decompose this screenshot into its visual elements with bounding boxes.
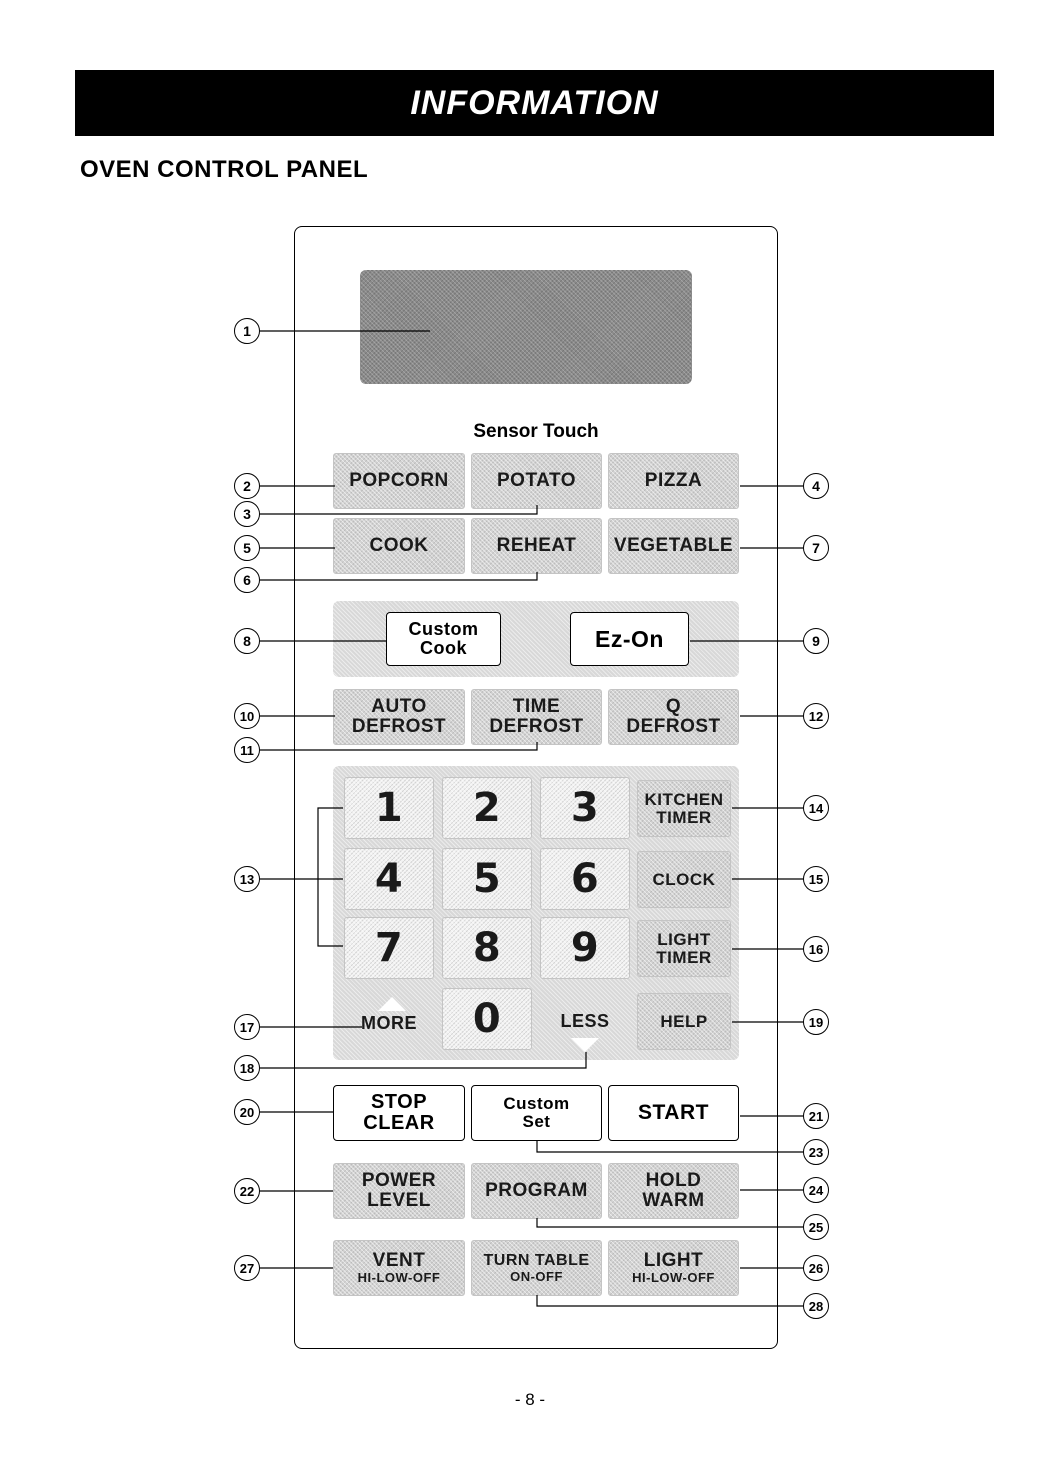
number-3-button[interactable]: 3 xyxy=(540,777,630,839)
callout-16: 16 xyxy=(803,936,829,962)
callout-19: 19 xyxy=(803,1009,829,1035)
number-9-button[interactable]: 9 xyxy=(540,917,630,979)
callout-1: 1 xyxy=(234,318,260,344)
turntable-line2: ON-OFF xyxy=(510,1268,563,1284)
callout-10: 10 xyxy=(234,703,260,729)
callout-3: 3 xyxy=(234,501,260,527)
turntable-line1: TURN TABLE xyxy=(483,1251,590,1269)
more-button[interactable]: MORE xyxy=(361,1012,417,1033)
vegetable-button[interactable]: VEGETABLE xyxy=(608,518,739,574)
callout-17: 17 xyxy=(234,1014,260,1040)
display-window xyxy=(360,270,692,384)
callout-28: 28 xyxy=(803,1293,829,1319)
potato-button[interactable]: POTATO xyxy=(471,453,602,509)
callout-4: 4 xyxy=(803,473,829,499)
page-number: - 8 - xyxy=(514,1390,546,1409)
callout-7: 7 xyxy=(803,535,829,561)
stop-line1: STOP xyxy=(370,1091,428,1113)
callout-15: 15 xyxy=(803,866,829,892)
light-line2: HI-LOW-OFF xyxy=(632,1270,715,1286)
light-line1: LIGHT xyxy=(643,1250,704,1272)
number-2-button[interactable]: 2 xyxy=(442,777,532,839)
power-line1: POWER xyxy=(361,1170,437,1192)
q-defrost-line1: Q xyxy=(665,696,682,718)
callout-11: 11 xyxy=(234,737,260,763)
start-button[interactable]: START xyxy=(608,1085,739,1141)
help-button[interactable]: HELP xyxy=(637,993,731,1050)
number-1-button[interactable]: 1 xyxy=(344,777,434,839)
callout-21: 21 xyxy=(803,1103,829,1129)
popcorn-button[interactable]: POPCORN xyxy=(333,453,465,509)
hold-line2: WARM xyxy=(642,1190,705,1211)
callout-25: 25 xyxy=(803,1214,829,1240)
number-6-button[interactable]: 6 xyxy=(540,848,630,910)
light-timer-button[interactable]: LIGHT TIMER xyxy=(637,920,731,977)
number-8-button[interactable]: 8 xyxy=(442,917,532,979)
pizza-button[interactable]: PIZZA xyxy=(608,453,739,509)
vent-line2: HI-LOW-OFF xyxy=(357,1270,441,1286)
information-banner: INFORMATION xyxy=(75,70,994,136)
callout-9: 9 xyxy=(803,628,829,654)
callout-5: 5 xyxy=(234,535,260,561)
program-button[interactable]: PROGRAM xyxy=(471,1163,602,1219)
callout-27: 27 xyxy=(234,1255,260,1281)
cook-button[interactable]: COOK xyxy=(333,518,465,574)
callout-24: 24 xyxy=(803,1177,829,1203)
banner-title: INFORMATION xyxy=(410,83,659,122)
callout-22: 22 xyxy=(234,1178,260,1204)
kitchen-timer-button[interactable]: KITCHEN TIMER xyxy=(637,780,731,837)
up-arrow-icon xyxy=(378,997,406,1011)
less-button[interactable]: LESS xyxy=(560,1010,610,1031)
number-4-button[interactable]: 4 xyxy=(344,848,434,910)
ez-on-button[interactable]: Ez-On xyxy=(570,612,689,666)
power-line2: LEVEL xyxy=(367,1190,431,1211)
callout-13: 13 xyxy=(234,866,260,892)
reheat-button[interactable]: REHEAT xyxy=(471,518,602,574)
callout-6: 6 xyxy=(234,567,260,593)
callout-12: 12 xyxy=(803,703,829,729)
callout-14: 14 xyxy=(803,795,829,821)
clock-button[interactable]: CLOCK xyxy=(637,851,731,908)
callout-2: 2 xyxy=(234,473,260,499)
custom-cook-button[interactable]: Custom Cook xyxy=(386,612,501,666)
custom-set-line1: Custom xyxy=(503,1094,570,1114)
q-defrost-line2: DEFROST xyxy=(626,716,721,737)
auto-defrost-line2: DEFROST xyxy=(351,716,447,737)
number-5-button[interactable]: 5 xyxy=(442,848,532,910)
auto-defrost-line1: AUTO xyxy=(371,696,427,718)
callout-18: 18 xyxy=(234,1055,260,1081)
callout-26: 26 xyxy=(803,1255,829,1281)
oven-control-panel xyxy=(294,226,778,1349)
callout-20: 20 xyxy=(234,1099,260,1125)
time-defrost-line1: TIME xyxy=(512,696,561,718)
hold-line1: HOLD xyxy=(645,1170,702,1192)
callout-8: 8 xyxy=(234,628,260,654)
number-7-button[interactable]: 7 xyxy=(344,917,434,979)
number-0-button[interactable]: 0 xyxy=(442,988,532,1050)
sensor-touch-label: Sensor Touch xyxy=(473,421,599,442)
stop-line2: CLEAR xyxy=(363,1112,435,1134)
custom-set-line2: Set xyxy=(522,1112,551,1131)
callout-23: 23 xyxy=(803,1139,829,1165)
vent-line1: VENT xyxy=(372,1250,426,1272)
time-defrost-line2: DEFROST xyxy=(489,716,584,737)
section-title: OVEN CONTROL PANEL xyxy=(80,156,369,183)
down-arrow-icon xyxy=(571,1038,599,1052)
